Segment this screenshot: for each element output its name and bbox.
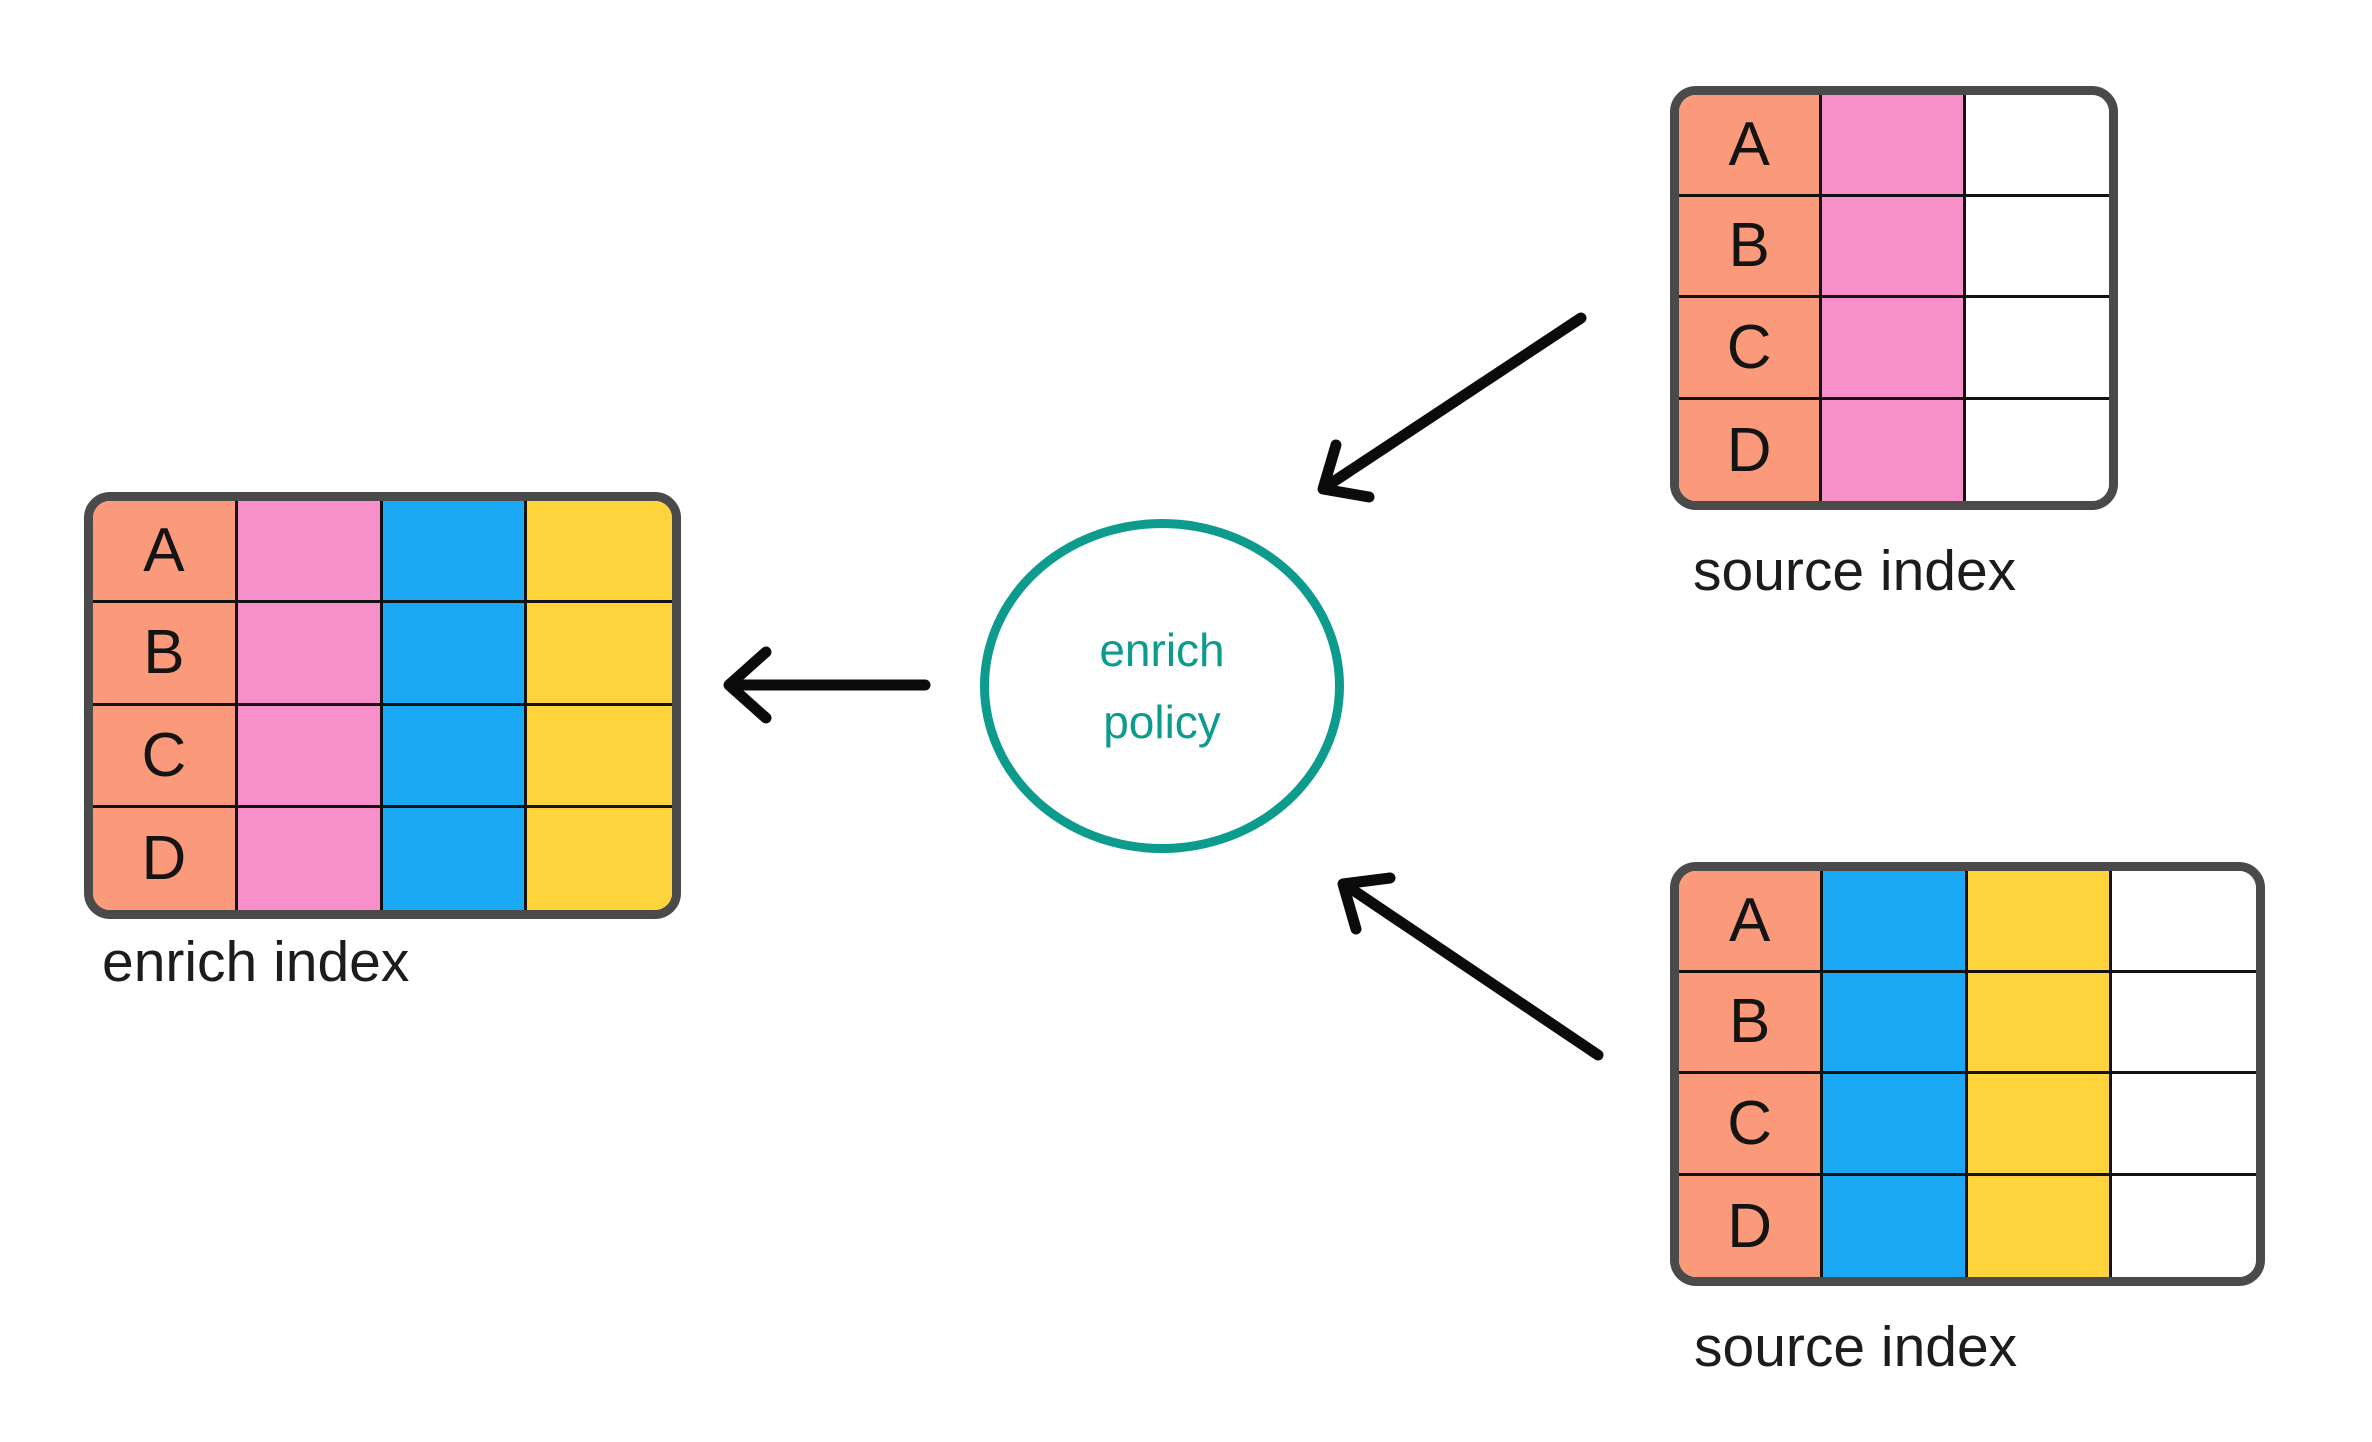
table-cell xyxy=(527,807,672,910)
row-key-cell: A xyxy=(1679,95,1823,197)
row-key-cell: B xyxy=(1679,196,1823,298)
table-cell xyxy=(1967,871,2112,973)
row-key-cell: C xyxy=(1679,1074,1824,1176)
table-cell xyxy=(2111,972,2256,1074)
row-key-cell: B xyxy=(1679,972,1824,1074)
table-cell xyxy=(382,603,528,706)
arrow-policy-to-enrich-index xyxy=(723,646,931,724)
enrich-policy-label-line2: policy xyxy=(1103,696,1221,748)
source-index-top-label: source index xyxy=(1693,539,2017,603)
table-cell xyxy=(1823,1074,1968,1176)
table-cell xyxy=(1965,399,2109,501)
row-key-cell: D xyxy=(93,807,238,910)
table-cell xyxy=(237,807,383,910)
table-cell xyxy=(1822,399,1966,501)
table-cell xyxy=(1822,298,1966,400)
table-cell xyxy=(1822,95,1966,197)
table-cell xyxy=(237,603,383,706)
table-cell xyxy=(1965,298,2109,400)
table-cell xyxy=(237,501,383,604)
row-key-cell: B xyxy=(93,603,238,706)
table-cell xyxy=(1967,972,2112,1074)
table-cell xyxy=(1967,1175,2112,1277)
enrich-index-label: enrich index xyxy=(102,930,410,994)
row-key-cell: D xyxy=(1679,399,1823,501)
table-cell xyxy=(1823,871,1968,973)
table-cell xyxy=(382,501,528,604)
enrich-policy-circle: enrich policy xyxy=(980,519,1344,853)
table-cell xyxy=(527,501,672,604)
enrich-policy-label-line1: enrich xyxy=(1099,624,1225,676)
table-cell xyxy=(1822,196,1966,298)
table-cell xyxy=(1967,1074,2112,1176)
row-key-cell: D xyxy=(1679,1175,1824,1277)
row-key-cell: A xyxy=(93,501,238,604)
arrow-source-top-to-policy xyxy=(1317,312,1587,503)
table-cell xyxy=(1965,196,2109,298)
table-cell xyxy=(382,705,528,808)
arrow-source-bottom-to-policy xyxy=(1337,872,1604,1061)
table-cell xyxy=(1965,95,2109,197)
table-cell xyxy=(527,705,672,808)
table-cell xyxy=(1823,972,1968,1074)
row-key-cell: C xyxy=(93,705,238,808)
table-cell xyxy=(2111,1074,2256,1176)
table-cell xyxy=(527,603,672,706)
source-index-bottom-label: source index xyxy=(1694,1315,2018,1379)
table-cell xyxy=(1823,1175,1968,1277)
table-cell xyxy=(382,807,528,910)
table-cell xyxy=(237,705,383,808)
row-key-cell: A xyxy=(1679,871,1824,973)
table-cell xyxy=(2111,871,2256,973)
table-cell xyxy=(2111,1175,2256,1277)
row-key-cell: C xyxy=(1679,298,1823,400)
